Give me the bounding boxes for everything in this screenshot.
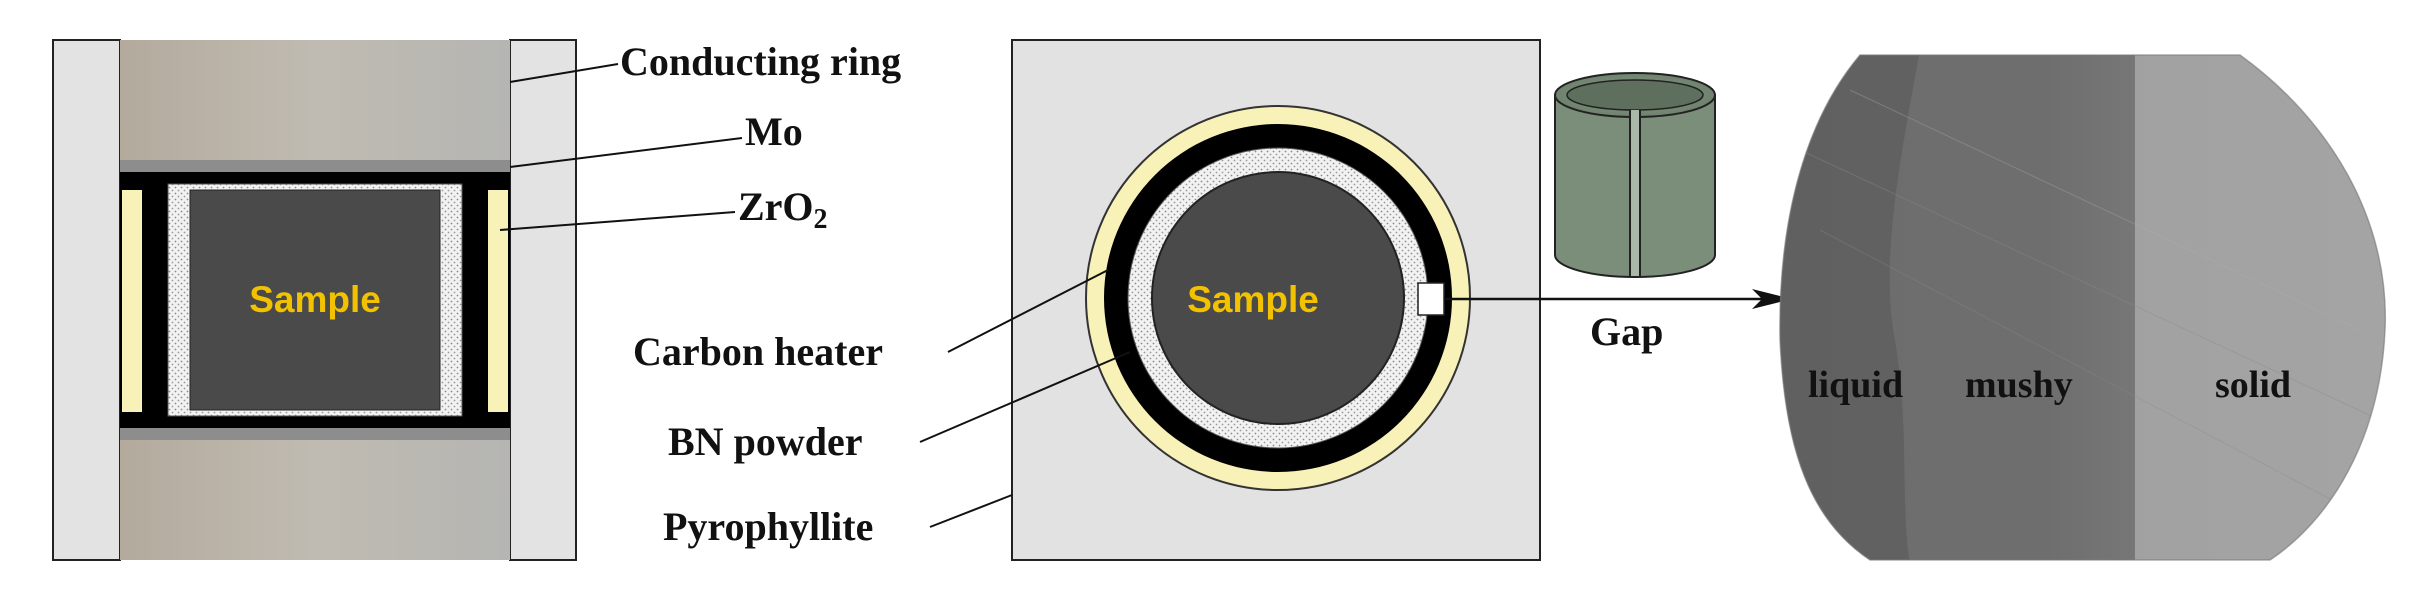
label-bn-powder: BN powder	[668, 419, 862, 464]
pyrophyllite-left-strip	[52, 39, 121, 561]
cylinder-inner-opening	[1566, 79, 1704, 111]
center-top-view: Sample	[1011, 39, 1541, 561]
scratch-1	[1799, 149, 2381, 421]
label-mushy: mushy	[1965, 364, 2073, 406]
mo-disc-bottom	[120, 428, 510, 440]
liquid-region	[1779, 55, 1920, 560]
gap-slot	[1417, 282, 1445, 316]
scratch-2	[1819, 229, 2371, 521]
label-gap: Gap	[1590, 309, 1663, 354]
leader-zro2	[499, 211, 736, 231]
solid-region	[2135, 55, 2386, 560]
zro2-right	[488, 190, 508, 412]
sample-center	[1151, 171, 1405, 425]
gap-cylinder-icon	[1554, 72, 1716, 278]
label-zro2-base: ZrO	[738, 184, 814, 229]
label-carbon-heater: Carbon heater	[633, 329, 883, 374]
leader-pyrophyllite	[929, 494, 1013, 528]
left-leader-lines	[499, 63, 743, 231]
mo-disc-top	[120, 160, 510, 172]
label-solid: solid	[2215, 364, 2291, 406]
label-mo: Mo	[745, 109, 803, 154]
center-leader-lines	[919, 269, 1131, 528]
label-pyrophyllite: Pyrophyllite	[663, 504, 873, 549]
leader-conducting-ring	[509, 63, 619, 83]
sample-left	[189, 189, 441, 411]
left-cross-section: Sample	[52, 39, 577, 561]
leader-carbon-heater	[947, 269, 1109, 353]
zro2-left	[122, 190, 142, 412]
sample-micrograph: liquid mushy solid	[1779, 54, 2387, 561]
conducting-ring-bottom	[120, 440, 510, 560]
conducting-ring-top	[120, 40, 510, 160]
leader-mo	[509, 137, 743, 168]
cylinder-slit-gap	[1631, 110, 1639, 276]
sample-center-label: Sample	[1187, 279, 1319, 320]
leader-bn-powder	[919, 351, 1131, 443]
label-zro2: ZrO2	[738, 184, 828, 235]
label-zro2-subscript: 2	[814, 204, 828, 235]
sample-left-label: Sample	[249, 279, 381, 320]
label-conducting-ring: Conducting ring	[620, 39, 901, 84]
label-liquid: liquid	[1808, 364, 1903, 406]
mushy-region	[1889, 55, 2135, 560]
pyrophyllite-right-strip	[509, 39, 577, 561]
micrograph-outline	[1779, 54, 2387, 561]
scratch-3	[1849, 89, 2361, 331]
